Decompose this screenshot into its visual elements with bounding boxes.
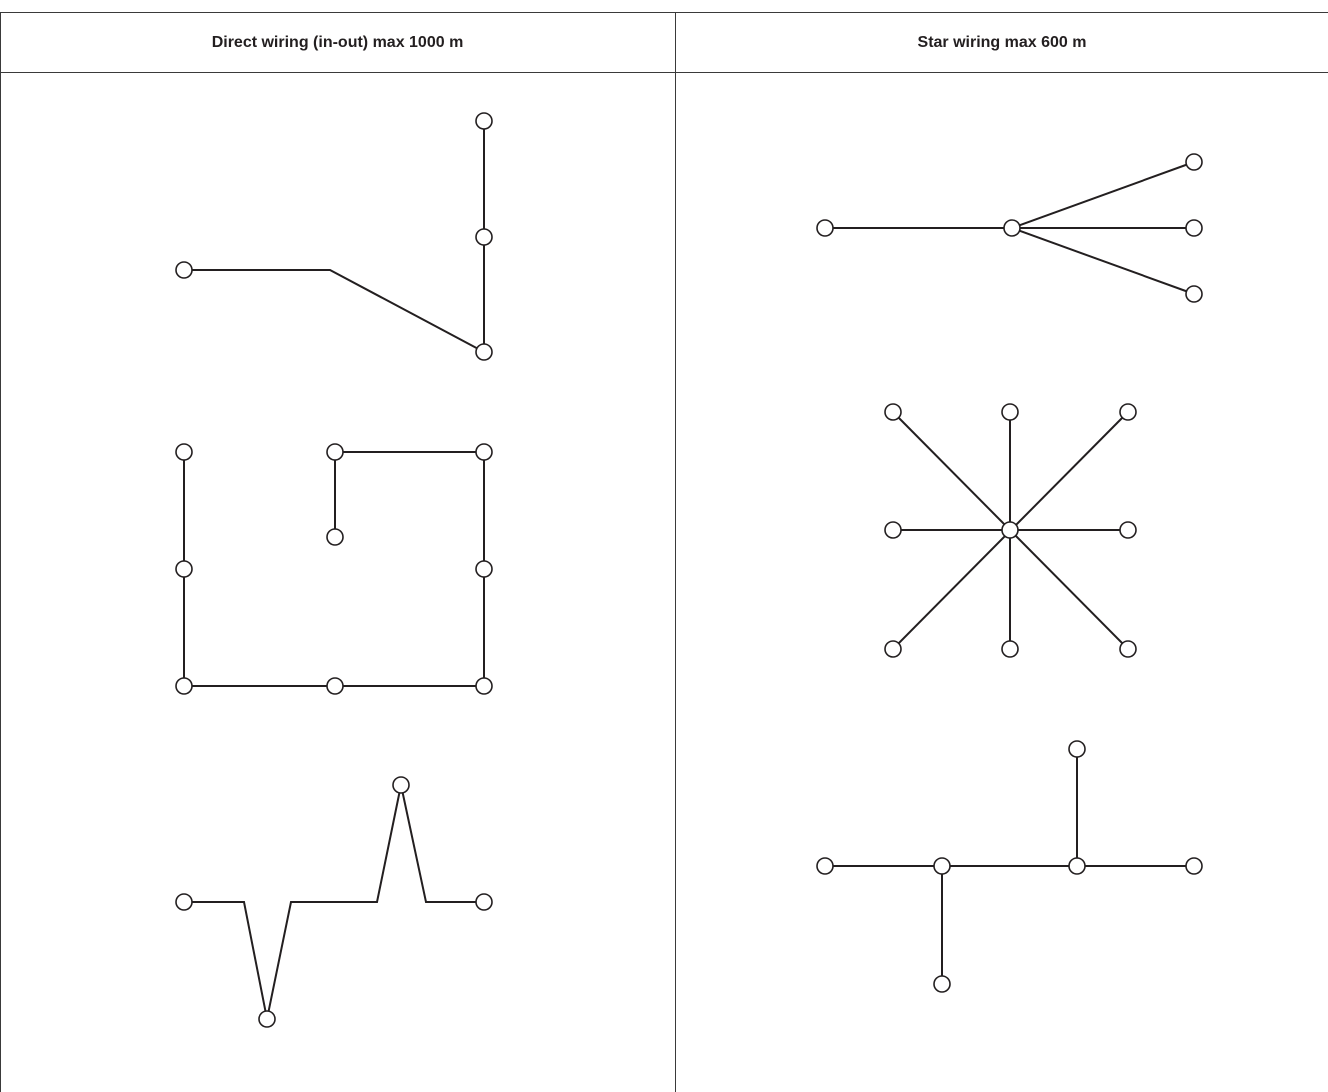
cable: [1011, 161, 1195, 229]
star-wiring-diagram-3: [816, 740, 1203, 993]
header-divider: [0, 72, 1328, 73]
device-node: [475, 443, 493, 461]
device-node: [258, 1010, 276, 1028]
direct-wiring-diagram-1: [175, 112, 493, 361]
star-wiring-diagram-2: [884, 403, 1137, 658]
device-node: [1119, 640, 1137, 658]
device-node: [326, 528, 344, 546]
device-node: [1001, 403, 1019, 421]
device-node: [1185, 857, 1203, 875]
header-direct-wiring: Direct wiring (in-out) max 1000 m: [211, 33, 464, 51]
device-node: [1001, 521, 1019, 539]
cable: [184, 784, 484, 1020]
table-frame: [0, 12, 1328, 1092]
device-node: [1119, 403, 1137, 421]
device-node: [1068, 740, 1086, 758]
device-node: [933, 857, 951, 875]
device-node: [475, 228, 493, 246]
device-node: [816, 219, 834, 237]
column-divider: [675, 12, 676, 1092]
device-node: [884, 403, 902, 421]
device-node: [884, 521, 902, 539]
device-node: [475, 112, 493, 130]
header-star-wiring: Star wiring max 600 m: [917, 33, 1087, 51]
device-node: [1001, 640, 1019, 658]
device-node: [175, 893, 193, 911]
device-node: [475, 893, 493, 911]
device-node: [1003, 219, 1021, 237]
device-node: [392, 776, 410, 794]
device-node: [884, 640, 902, 658]
device-node: [1185, 219, 1203, 237]
cable: [183, 451, 485, 687]
device-node: [1185, 285, 1203, 303]
direct-wiring-diagram-3: [175, 776, 493, 1028]
device-node: [175, 677, 193, 695]
cable: [1011, 227, 1195, 295]
device-node: [326, 677, 344, 695]
device-node: [1119, 521, 1137, 539]
device-node: [1068, 857, 1086, 875]
star-wiring-diagram-1: [816, 153, 1203, 303]
device-node: [1185, 153, 1203, 171]
device-node: [475, 560, 493, 578]
device-node: [175, 560, 193, 578]
device-node: [816, 857, 834, 875]
direct-wiring-diagram-2: [175, 443, 493, 695]
device-node: [475, 343, 493, 361]
device-node: [175, 261, 193, 279]
cable: [184, 269, 485, 353]
device-node: [933, 975, 951, 993]
device-node: [475, 677, 493, 695]
device-node: [175, 443, 193, 461]
device-node: [326, 443, 344, 461]
